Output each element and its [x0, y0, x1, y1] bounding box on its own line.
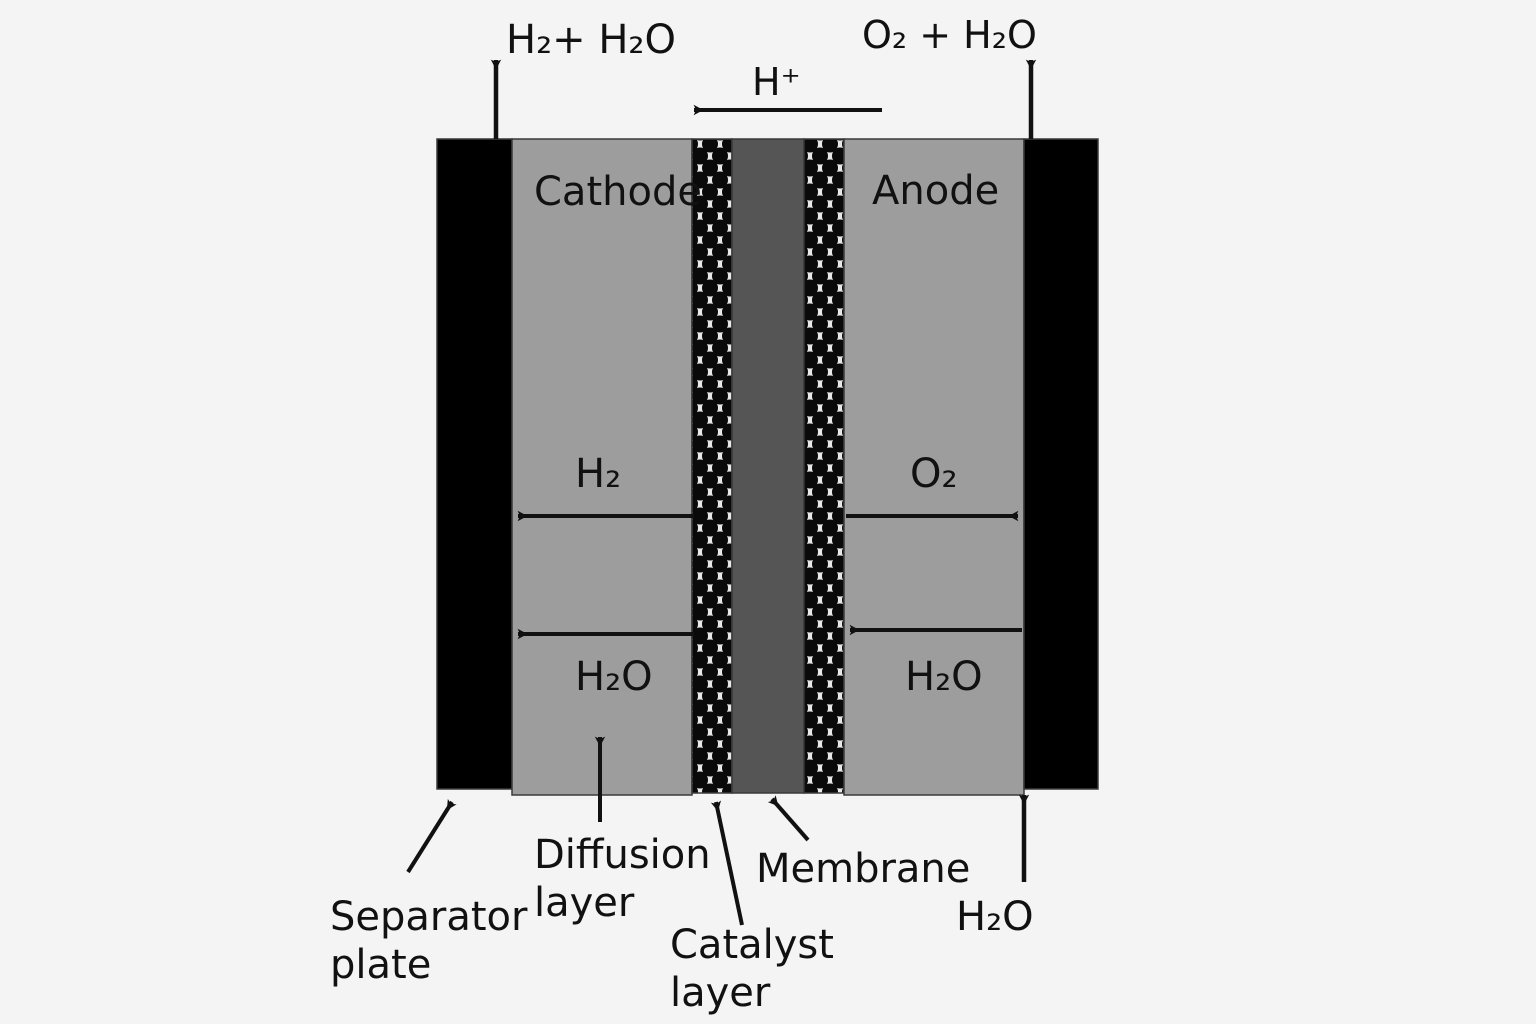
label-diffusion-layer-line1: Diffusion	[534, 832, 711, 878]
interior-flow-annotations: H₂ O₂ H₂O H₂O	[517, 451, 1022, 700]
label-catalyst-layer-line1: Catalyst	[670, 922, 834, 968]
label-cathode-outlet: H₂+ H₂O	[506, 17, 676, 63]
catalyst-layer-cathode	[691, 138, 733, 794]
electrode-labels: Cathode Anode	[534, 168, 999, 215]
label-cathode-water: H₂O	[575, 654, 653, 700]
label-anode-water: H₂O	[905, 654, 983, 700]
label-separator-plate-line2: plate	[330, 942, 431, 988]
top-annotations: H₂+ H₂O H⁺ O₂ + H₂O	[490, 13, 1037, 139]
layer-stack	[436, 138, 1099, 796]
label-anode-gas: O₂	[910, 451, 958, 497]
leader-membrane	[767, 795, 810, 842]
label-water-inlet: H₂O	[956, 894, 1034, 940]
diffusion-layer-anode	[843, 138, 1025, 796]
label-anode-outlet: O₂ + H₂O	[862, 13, 1037, 57]
membrane-layer	[731, 138, 805, 794]
label-diffusion-layer-line2: layer	[534, 880, 635, 926]
label-cathode: Cathode	[534, 169, 702, 215]
separator-plate-left	[436, 138, 513, 790]
diffusion-layer-cathode	[511, 138, 693, 796]
label-cathode-gas: H₂	[575, 451, 621, 497]
separator-plate-right	[1023, 138, 1099, 790]
catalyst-layer-anode	[803, 138, 845, 794]
bottom-annotations: Separator plate Diffusion layer Catalyst…	[330, 736, 1034, 1016]
label-anode: Anode	[872, 168, 999, 214]
label-proton-flow: H⁺	[752, 60, 801, 104]
leader-catalyst-layer	[710, 800, 744, 926]
leader-separator-plate	[406, 798, 457, 874]
label-membrane: Membrane	[756, 846, 970, 892]
label-catalyst-layer-line2: layer	[670, 970, 771, 1016]
label-separator-plate-line1: Separator	[330, 894, 528, 940]
